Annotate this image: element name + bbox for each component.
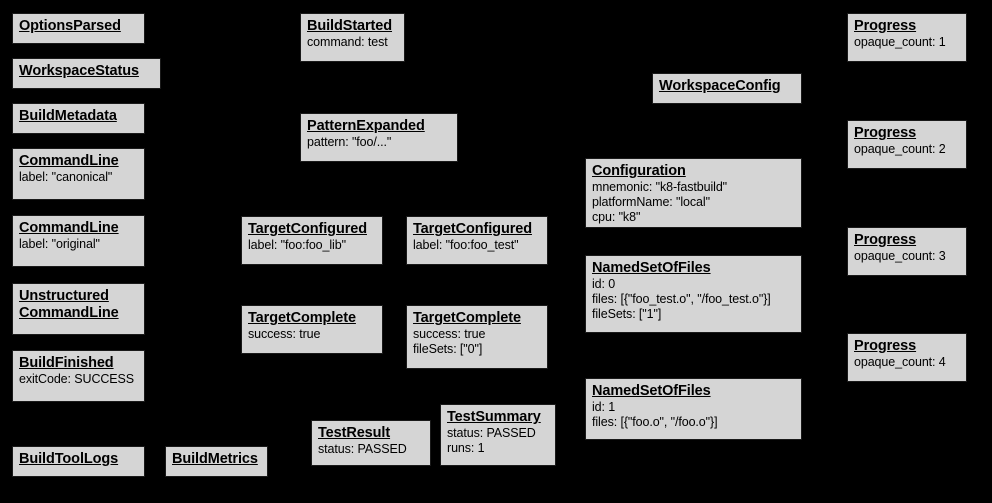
event-node-title: Progress [854, 125, 917, 141]
event-node-title: Progress [854, 232, 917, 248]
event-node-title: BuildMetadata [19, 108, 117, 124]
event-node-field: label: "foo:foo_test" [413, 238, 519, 252]
event-node-field: runs: 1 [447, 441, 485, 455]
event-node-fields: command: test [307, 35, 398, 50]
event-node-field: label: "canonical" [19, 170, 113, 184]
event-node-workspace-config[interactable]: WorkspaceConfig [652, 73, 802, 104]
event-node-title: OptionsParsed [19, 18, 121, 34]
event-node-field: id: 0 [592, 277, 616, 291]
event-node-field: cpu: "k8" [592, 210, 641, 224]
event-node-title: WorkspaceConfig [659, 78, 781, 94]
event-node-title: BuildStarted [307, 18, 393, 34]
event-node-fields: pattern: "foo/..." [307, 135, 451, 150]
event-node-field: status: PASSED [318, 442, 407, 456]
event-node-title: Progress [854, 338, 917, 354]
event-node-fields: status: PASSED [318, 442, 424, 457]
event-node-build-metrics[interactable]: BuildMetrics [165, 446, 268, 477]
event-node-build-metadata[interactable]: BuildMetadata [12, 103, 145, 134]
event-node-title: Configuration [592, 163, 686, 179]
event-node-field: fileSets: ["1"] [592, 307, 662, 321]
event-node-field: opaque_count: 1 [854, 35, 946, 49]
event-node-build-tool-logs[interactable]: BuildToolLogs [12, 446, 145, 477]
event-node-title: TargetConfigured [248, 221, 367, 237]
event-node-field: opaque_count: 3 [854, 249, 946, 263]
event-node-title: WorkspaceStatus [19, 63, 139, 79]
event-node-field: platformName: "local" [592, 195, 710, 209]
event-node-title: TestSummary [447, 409, 541, 425]
event-node-field: command: test [307, 35, 388, 49]
event-node-title: BuildFinished [19, 355, 114, 371]
event-node-field: status: PASSED [447, 426, 536, 440]
event-node-field: opaque_count: 4 [854, 355, 946, 369]
event-node-field: opaque_count: 2 [854, 142, 946, 156]
event-node-fields: label: "foo:foo_test" [413, 238, 541, 253]
event-node-title: Unstructured CommandLine [19, 288, 119, 321]
event-node-title: TargetConfigured [413, 221, 532, 237]
event-node-title: NamedSetOfFiles [592, 260, 711, 276]
event-node-title: BuildMetrics [172, 451, 258, 467]
event-node-field: exitCode: SUCCESS [19, 372, 135, 386]
event-node-fields: opaque_count: 4 [854, 355, 960, 370]
event-node-title: Progress [854, 18, 917, 34]
event-node-field: files: [{"foo_test.o", "/foo_test.o"}] [592, 292, 771, 306]
event-node-fields: success: true [248, 327, 376, 342]
event-node-title: NamedSetOfFiles [592, 383, 711, 399]
event-node-field: mnemonic: "k8-fastbuild" [592, 180, 728, 194]
event-node-fields: exitCode: SUCCESS [19, 372, 138, 387]
event-node-fields: opaque_count: 2 [854, 142, 960, 157]
event-node-fields: label: "canonical" [19, 170, 138, 185]
event-node-field: fileSets: ["0"] [413, 342, 483, 356]
event-node-title: CommandLine [19, 220, 119, 236]
event-node-unstructured-command-line[interactable]: Unstructured CommandLine [12, 283, 145, 335]
event-node-fields: label: "original" [19, 237, 138, 252]
event-node-field: pattern: "foo/..." [307, 135, 392, 149]
event-node-options-parsed[interactable]: OptionsParsed [12, 13, 145, 44]
event-node-title: PatternExpanded [307, 118, 425, 134]
event-node-title: TestResult [318, 425, 391, 441]
event-node-field: id: 1 [592, 400, 616, 414]
event-node-title: BuildToolLogs [19, 451, 119, 467]
event-node-field: label: "foo:foo_lib" [248, 238, 346, 252]
event-node-field: label: "original" [19, 237, 100, 251]
event-node-fields: label: "foo:foo_lib" [248, 238, 376, 253]
event-node-field: success: true [413, 327, 486, 341]
event-node-fields: opaque_count: 1 [854, 35, 960, 50]
event-node-workspace-status[interactable]: WorkspaceStatus [12, 58, 161, 89]
event-node-field: success: true [248, 327, 321, 341]
event-node-fields: opaque_count: 3 [854, 249, 960, 264]
event-node-title: TargetComplete [413, 310, 521, 326]
event-node-fields: mnemonic: "k8-fastbuild"platformName: "l… [592, 180, 795, 225]
event-node-title: TargetComplete [248, 310, 356, 326]
event-node-field: files: [{"foo.o", "/foo.o"}] [592, 415, 718, 429]
event-node-title: CommandLine [19, 153, 119, 169]
